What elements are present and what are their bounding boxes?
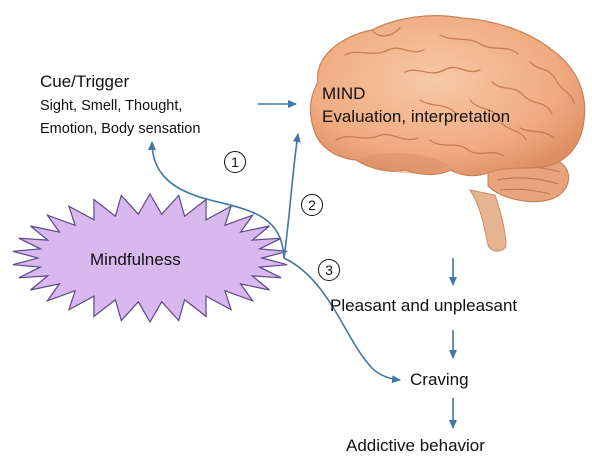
- step-number-3: 3: [318, 259, 340, 281]
- arrow-3-to-craving: [284, 258, 400, 380]
- cue-trigger-examples-line2: Emotion, Body sensation: [40, 121, 200, 138]
- mind-title: MIND: [322, 84, 365, 104]
- step-number-1: 1: [224, 151, 246, 173]
- cue-trigger-title: Cue/Trigger: [40, 72, 129, 92]
- mindfulness-label: Mindfulness: [90, 250, 181, 270]
- pleasant-unpleasant-label: Pleasant and unpleasant: [330, 296, 517, 316]
- step-number-2: 2: [301, 194, 323, 216]
- brain-stem: [470, 190, 506, 251]
- mind-subtitle: Evaluation, interpretation: [322, 107, 510, 127]
- addictive-behavior-label: Addictive behavior: [346, 436, 485, 456]
- craving-label: Craving: [410, 370, 469, 390]
- arrow-2-to-mind: [284, 134, 298, 258]
- cue-trigger-examples-line1: Sight, Smell, Thought,: [40, 98, 182, 115]
- brain-illustration: [311, 16, 585, 252]
